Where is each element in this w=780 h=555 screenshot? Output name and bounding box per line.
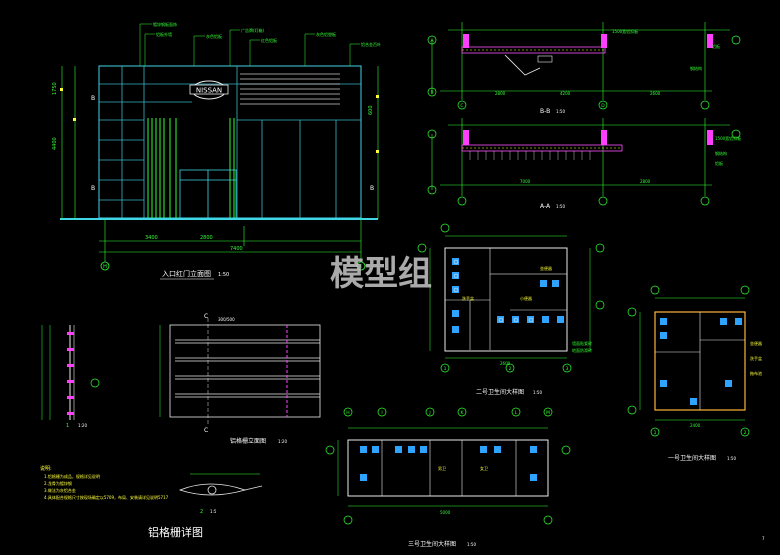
svg-text:2: 2 [200, 509, 203, 515]
svg-text:1:50: 1:50 [218, 272, 229, 278]
svg-text:2600: 2600 [500, 361, 511, 366]
section-aa-title: A-A [540, 203, 551, 210]
section-a-a: 7000 2800 1500宽铝扣板 钢结构 铝板 A-A 1:50 [427, 118, 741, 210]
svg-text:铝板: 铝板 [715, 160, 723, 166]
svg-text:B: B [430, 90, 433, 96]
svg-text:D: D [601, 103, 605, 109]
watermark-text: 模型组 [330, 254, 432, 294]
svg-text:2.龙骨为镀锌钢: 2.龙骨为镀锌钢 [44, 480, 72, 486]
wc3-title: 三号卫生间大样图 [408, 540, 456, 548]
svg-text:H: H [103, 264, 107, 270]
nissan-sign-text: NISSAN [196, 87, 222, 95]
svg-text:2600: 2600 [650, 91, 661, 96]
grille-section-detail: 2 1:5 [178, 473, 263, 515]
restroom-3-plan: H I J K L M 5000 男卫 女卫 三号卫生间大样图 1:50 [325, 407, 571, 548]
svg-text:2: 2 [744, 430, 747, 436]
svg-text:3: 3 [566, 366, 569, 372]
svg-text:B: B [370, 185, 374, 192]
svg-text:B: B [91, 185, 95, 192]
svg-text:铝板: 铝板 [712, 43, 720, 49]
svg-text:1500宽铝扣板: 1500宽铝扣板 [612, 28, 638, 34]
svg-text:2800: 2800 [640, 179, 651, 184]
svg-text:坐便器: 坐便器 [540, 265, 552, 271]
svg-text:1:20: 1:20 [278, 439, 287, 444]
svg-text:1750: 1750 [52, 82, 58, 95]
svg-text:1: 1 [66, 423, 69, 429]
svg-text:墙面贴瓷砖: 墙面贴瓷砖 [572, 340, 592, 346]
svg-text:5000: 5000 [440, 510, 451, 515]
svg-text:1: 1 [654, 430, 657, 436]
svg-text:C: C [204, 427, 208, 434]
svg-text:女卫: 女卫 [480, 465, 488, 471]
facade-dim-total: 7400 [230, 246, 243, 252]
svg-text:C: C [460, 103, 463, 109]
svg-text:1500宽铝扣板: 1500宽铝扣板 [715, 135, 741, 141]
svg-text:镀锌钢板面饰: 镀锌钢板面饰 [153, 21, 177, 27]
grille-side-detail: 1 1:20 [41, 325, 100, 429]
general-notes: 说明: 1.铝格栅为成品，规格详见说明 2.龙骨为镀锌钢 3.做法为灰铝合金 4… [40, 465, 169, 500]
svg-text:2400: 2400 [690, 423, 701, 428]
svg-text:1:20: 1:20 [78, 423, 87, 428]
svg-text:洗手盆: 洗手盆 [750, 355, 762, 361]
svg-text:L: L [515, 410, 518, 416]
svg-text:红色铝板: 红色铝板 [261, 37, 277, 43]
svg-text:广告牌(灯箱): 广告牌(灯箱) [241, 27, 265, 33]
svg-text:4.具体配合规格尺寸按现场确定以5709，布局、安装请详见说: 4.具体配合规格尺寸按现场确定以5709，布局、安装请详见说明5717 [44, 494, 169, 500]
facade-dim-a: 3400 [145, 235, 158, 241]
svg-text:1:50: 1:50 [556, 109, 565, 114]
svg-text:钢结构: 钢结构 [715, 150, 727, 156]
svg-text:铝板外墙: 铝板外墙 [156, 31, 172, 37]
svg-text:300/500: 300/500 [218, 317, 235, 322]
svg-text:小便器: 小便器 [520, 295, 532, 301]
svg-text:1:5: 1:5 [210, 509, 217, 514]
svg-text:H: H [346, 410, 349, 416]
facade-title: 入口红门立面图 [162, 269, 211, 278]
svg-text:灰色铝板: 灰色铝板 [206, 33, 222, 39]
svg-text:I: I [381, 410, 382, 416]
svg-text:铝合金百叶: 铝合金百叶 [361, 41, 381, 47]
svg-text:1:50: 1:50 [467, 542, 476, 547]
svg-text:说明:: 说明: [40, 465, 52, 472]
grille-elevation: C C 300/500 铝格栅立面图 1:20 [159, 313, 321, 445]
svg-text:地面防滑砖: 地面防滑砖 [572, 347, 592, 353]
svg-text:4400: 4400 [52, 137, 58, 150]
svg-text:4200: 4200 [560, 91, 571, 96]
svg-text:1.铝格栅为成品，规格详见说明: 1.铝格栅为成品，规格详见说明 [44, 473, 100, 479]
svg-text:J: J [428, 410, 430, 416]
svg-text:男卫: 男卫 [438, 466, 446, 471]
svg-text:M: M [546, 410, 550, 416]
svg-text:2: 2 [509, 366, 512, 372]
grille-detail-title: 铝格栅详图 [148, 525, 203, 539]
svg-text:1: 1 [444, 366, 447, 372]
svg-text:灰色铝塑板: 灰色铝塑板 [316, 31, 336, 37]
section-b-b: 2800 4200 2600 A B C D 1500宽铝扣板 钢结构 铝板 B… [427, 22, 741, 115]
svg-text:1:50: 1:50 [727, 456, 736, 461]
svg-text:C: C [204, 313, 208, 320]
svg-text:1:50: 1:50 [533, 390, 542, 395]
entrance-facade-elevation: NISSAN 1750 440 [52, 21, 381, 280]
svg-text:K: K [461, 410, 465, 416]
wc2-title: 二号卫生间大样图 [476, 388, 524, 396]
svg-text:3.做法为灰铝合金: 3.做法为灰铝合金 [44, 487, 76, 493]
grille-elevation-title: 铝格栅立面图 [230, 437, 266, 445]
page-number: 7 [762, 536, 765, 541]
section-bb-title: B-B [540, 108, 550, 115]
svg-text:7000: 7000 [520, 179, 531, 184]
svg-text:I: I [360, 264, 361, 270]
svg-text:洗手盆: 洗手盆 [462, 295, 474, 301]
svg-text:1:50: 1:50 [556, 204, 565, 209]
facade-dim-b: 2800 [200, 235, 213, 241]
svg-text:B: B [91, 95, 95, 102]
wc1-title: 一号卫生间大样图 [668, 454, 716, 462]
svg-text:拖布池: 拖布池 [750, 370, 762, 376]
svg-text:600: 600 [368, 105, 374, 115]
svg-text:钢结构: 钢结构 [690, 65, 702, 71]
svg-text:坐便器: 坐便器 [750, 340, 762, 346]
svg-text:A: A [430, 38, 434, 44]
svg-text:2800: 2800 [495, 91, 506, 96]
